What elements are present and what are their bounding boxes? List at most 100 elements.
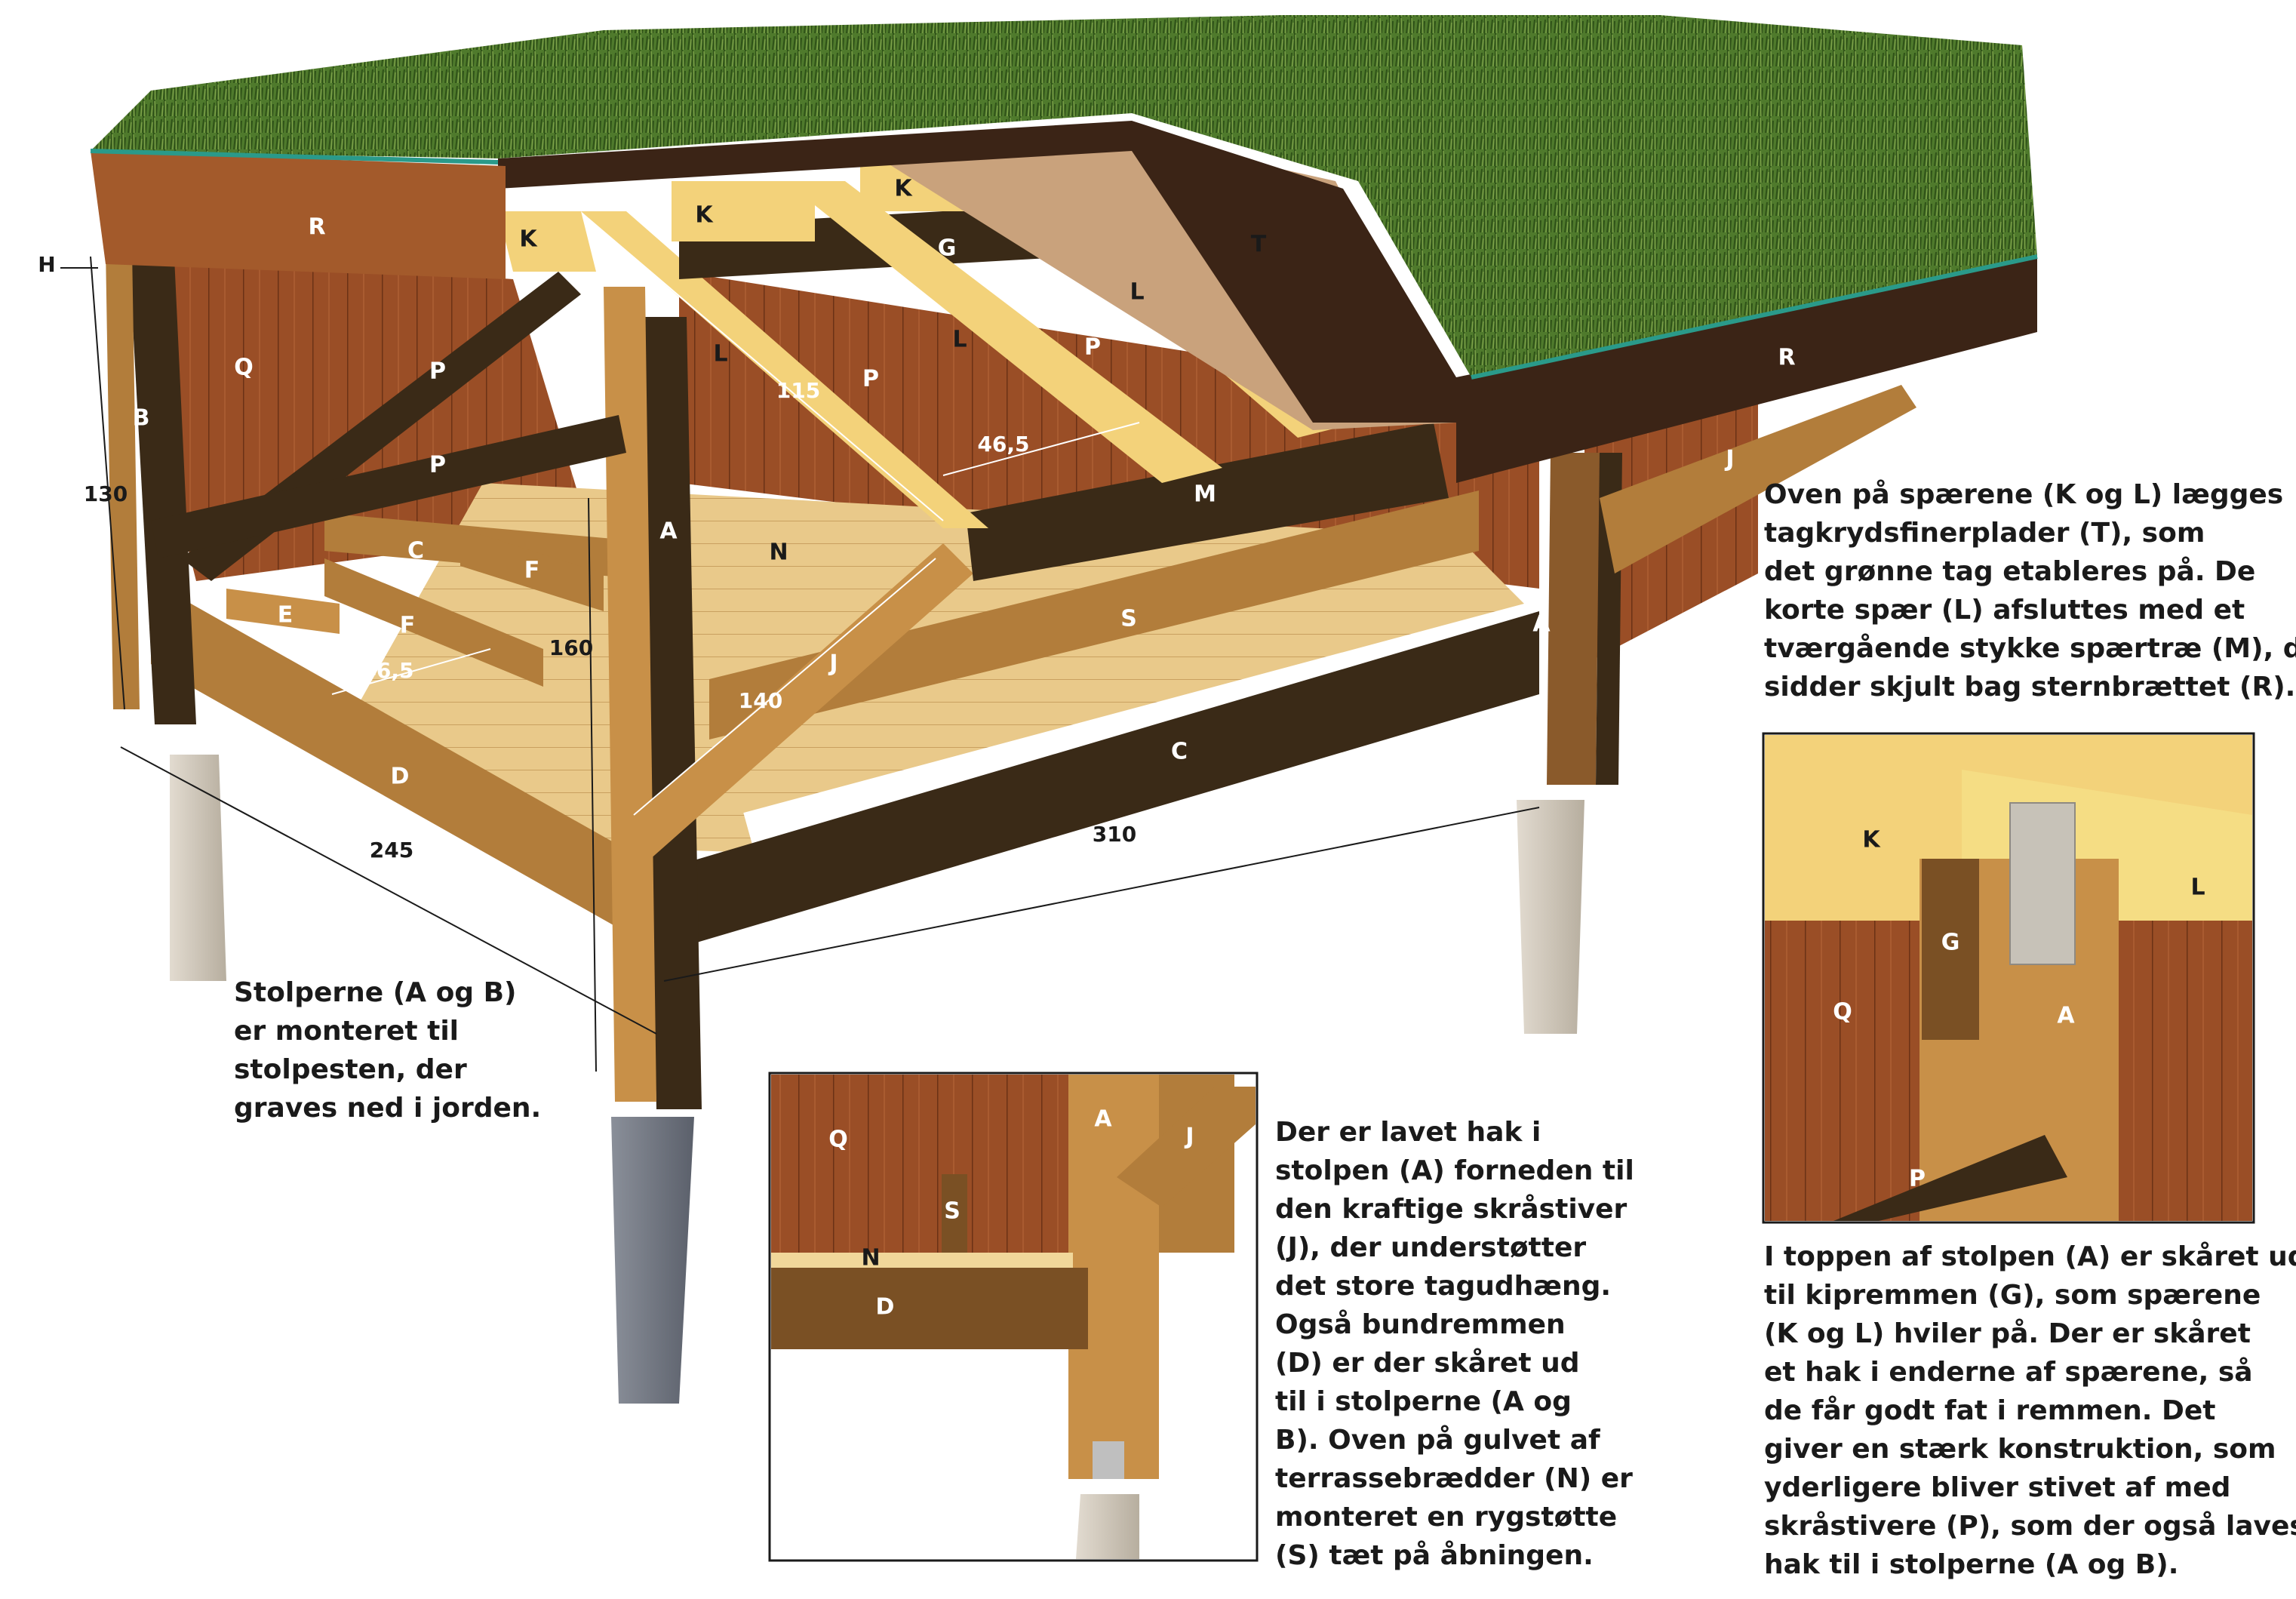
detail-bottom-post-bracket xyxy=(1093,1441,1124,1479)
roof-teal-edge xyxy=(90,149,499,165)
detail-top-label-a: A xyxy=(2057,1003,2075,1029)
label-f-2: F xyxy=(400,613,416,639)
label-j-1: J xyxy=(828,650,838,677)
beam-m xyxy=(966,423,1449,581)
detail-bottom-backrest-s xyxy=(942,1174,967,1257)
caption-toppen-line-4: et hak i enderne af spærene, så xyxy=(1764,1357,2253,1388)
detail-bottom-label-d: D xyxy=(876,1294,895,1321)
post-b-stub xyxy=(106,249,140,709)
brace-j-front xyxy=(619,543,973,860)
rafter-l-middle xyxy=(785,181,1222,483)
footing-front xyxy=(611,1117,694,1404)
label-k-1: K xyxy=(519,226,538,253)
fascia-r-right xyxy=(1456,257,2037,483)
detail-bottom-label-n: N xyxy=(861,1245,880,1272)
beam-c-front xyxy=(694,611,1539,943)
detail-bottom-footing xyxy=(1076,1494,1139,1559)
caption-toppen-line-5: de får godt fat i remmen. Det xyxy=(1764,1395,2216,1426)
detail-bottom-label-a: A xyxy=(1094,1106,1112,1133)
label-t: T xyxy=(1251,232,1267,258)
label-p-2: P xyxy=(429,452,446,478)
roof-teal-edge-right xyxy=(1471,254,2038,380)
detail-bottom-beam-d xyxy=(771,1268,1088,1349)
caption-stolper: Stolperne (A og B) er monteret til stolp… xyxy=(234,973,541,1127)
rafter-l-front xyxy=(581,211,988,528)
caption-spaer-line-1: Oven på spærene (K og L) lægges xyxy=(1764,479,2284,510)
dim-140: 140 xyxy=(739,688,782,713)
detail-top-label-l: L xyxy=(2190,875,2205,901)
caption-hak: Der er lavet hak i stolpen (A) forneden … xyxy=(1275,1113,1634,1575)
label-d: D xyxy=(391,764,410,790)
label-a-1: A xyxy=(659,518,678,545)
back-wall-left-panel xyxy=(113,249,589,581)
dim-245: 245 xyxy=(370,838,413,863)
caption-hak-line-4: (J), der understøtter xyxy=(1275,1232,1587,1263)
footing-left xyxy=(170,755,226,981)
caption-toppen-line-7: yderligere bliver stivet af med xyxy=(1764,1472,2231,1503)
label-b: B xyxy=(133,405,150,432)
caption-hak-line-9: B). Oven på gulvet af xyxy=(1275,1425,1600,1456)
caption-toppen-line-2: til kipremmen (G), som spærene xyxy=(1764,1280,2261,1311)
caption-spaer-line-2: tagkrydsfinerplader (T), som xyxy=(1764,518,2205,549)
beam-d-front xyxy=(151,581,619,928)
label-m: M xyxy=(1194,481,1216,508)
caption-spaer-line-6: sidder skjult bag sternbrættet (R). xyxy=(1764,672,2296,703)
caption-spaer: Oven på spærene (K og L) lægges tagkryds… xyxy=(1764,475,2296,706)
roof-edge-dark xyxy=(498,121,1456,423)
detail-top-label-q: Q xyxy=(1833,999,1852,1026)
label-p-4: P xyxy=(1084,334,1101,361)
caption-toppen-line-8: skråstivere (P), som der også laves xyxy=(1764,1511,2296,1542)
caption-hak-line-8: til i stolperne (A og xyxy=(1275,1386,1572,1417)
label-c-1: C xyxy=(407,538,424,564)
dim-46-5-lower: 46,5 xyxy=(361,658,413,683)
green-roof xyxy=(91,15,2037,377)
post-a-front xyxy=(641,317,702,1109)
caption-toppen-line-3: (K og L) hviler på. Der er skåret xyxy=(1764,1318,2251,1349)
fascia-r-left xyxy=(91,151,506,279)
label-p-3: P xyxy=(862,366,879,392)
joist-f-1 xyxy=(324,558,543,687)
label-e: E xyxy=(278,602,294,629)
dim-310: 310 xyxy=(1093,822,1136,847)
caption-hak-line-6: Også bundremmen xyxy=(1275,1309,1566,1340)
caption-hak-line-5: det store tagudhæng. xyxy=(1275,1271,1612,1302)
brace-p-horizontal xyxy=(151,415,626,558)
label-q: Q xyxy=(234,355,254,381)
detail-top-metal-plate xyxy=(2009,802,2076,965)
detail-bottom-label-j: J xyxy=(1184,1124,1194,1150)
label-j-2: J xyxy=(1724,446,1734,472)
label-l-2: L xyxy=(952,327,967,353)
post-b-left xyxy=(128,241,196,724)
dim-46-5-upper: 46,5 xyxy=(977,432,1029,457)
detail-top-label-k: K xyxy=(1862,827,1881,853)
caption-hak-line-10: terrassebrædder (N) er xyxy=(1275,1463,1633,1494)
caption-stolper-line-3: stolpesten, der xyxy=(234,1054,467,1085)
detail-bottom-decking-n xyxy=(771,1253,1073,1268)
caption-toppen-line-6: giver en stærk konstruktion, som xyxy=(1764,1434,2276,1465)
dim-115: 115 xyxy=(776,378,820,403)
caption-spaer-line-3: det grønne tag etableres på. De xyxy=(1764,556,2256,587)
caption-stolper-line-2: er monteret til xyxy=(234,1016,460,1047)
post-a-front-lit xyxy=(604,287,656,1102)
caption-hak-line-12: (S) tæt på åbningen. xyxy=(1275,1540,1594,1571)
beam-e xyxy=(226,589,340,634)
detail-bottom-label-q: Q xyxy=(828,1127,848,1153)
detail-top-label-g: G xyxy=(1941,930,1960,956)
label-g: G xyxy=(938,235,957,262)
label-a-2: A xyxy=(1532,611,1551,638)
label-h: H xyxy=(38,252,55,277)
caption-hak-line-1: Der er lavet hak i xyxy=(1275,1117,1541,1148)
rafter-k-front xyxy=(498,211,596,272)
joist-f-2 xyxy=(460,528,604,611)
caption-toppen-line-9: hak til i stolperne (A og B). xyxy=(1764,1549,2179,1580)
label-p-1: P xyxy=(429,358,446,385)
detail-top-joint: K L G Q A P xyxy=(1762,732,2255,1224)
post-a-right xyxy=(1547,453,1600,785)
caption-hak-line-7: (D) er der skåret ud xyxy=(1275,1348,1580,1379)
detail-bottom-label-s: S xyxy=(944,1198,961,1225)
caption-toppen: I toppen af stolpen (A) er skåret ud til… xyxy=(1764,1238,2296,1584)
caption-stolper-line-4: graves ned i jorden. xyxy=(234,1093,542,1124)
backrest-s xyxy=(709,490,1479,740)
dimension-lines xyxy=(60,256,1540,1072)
